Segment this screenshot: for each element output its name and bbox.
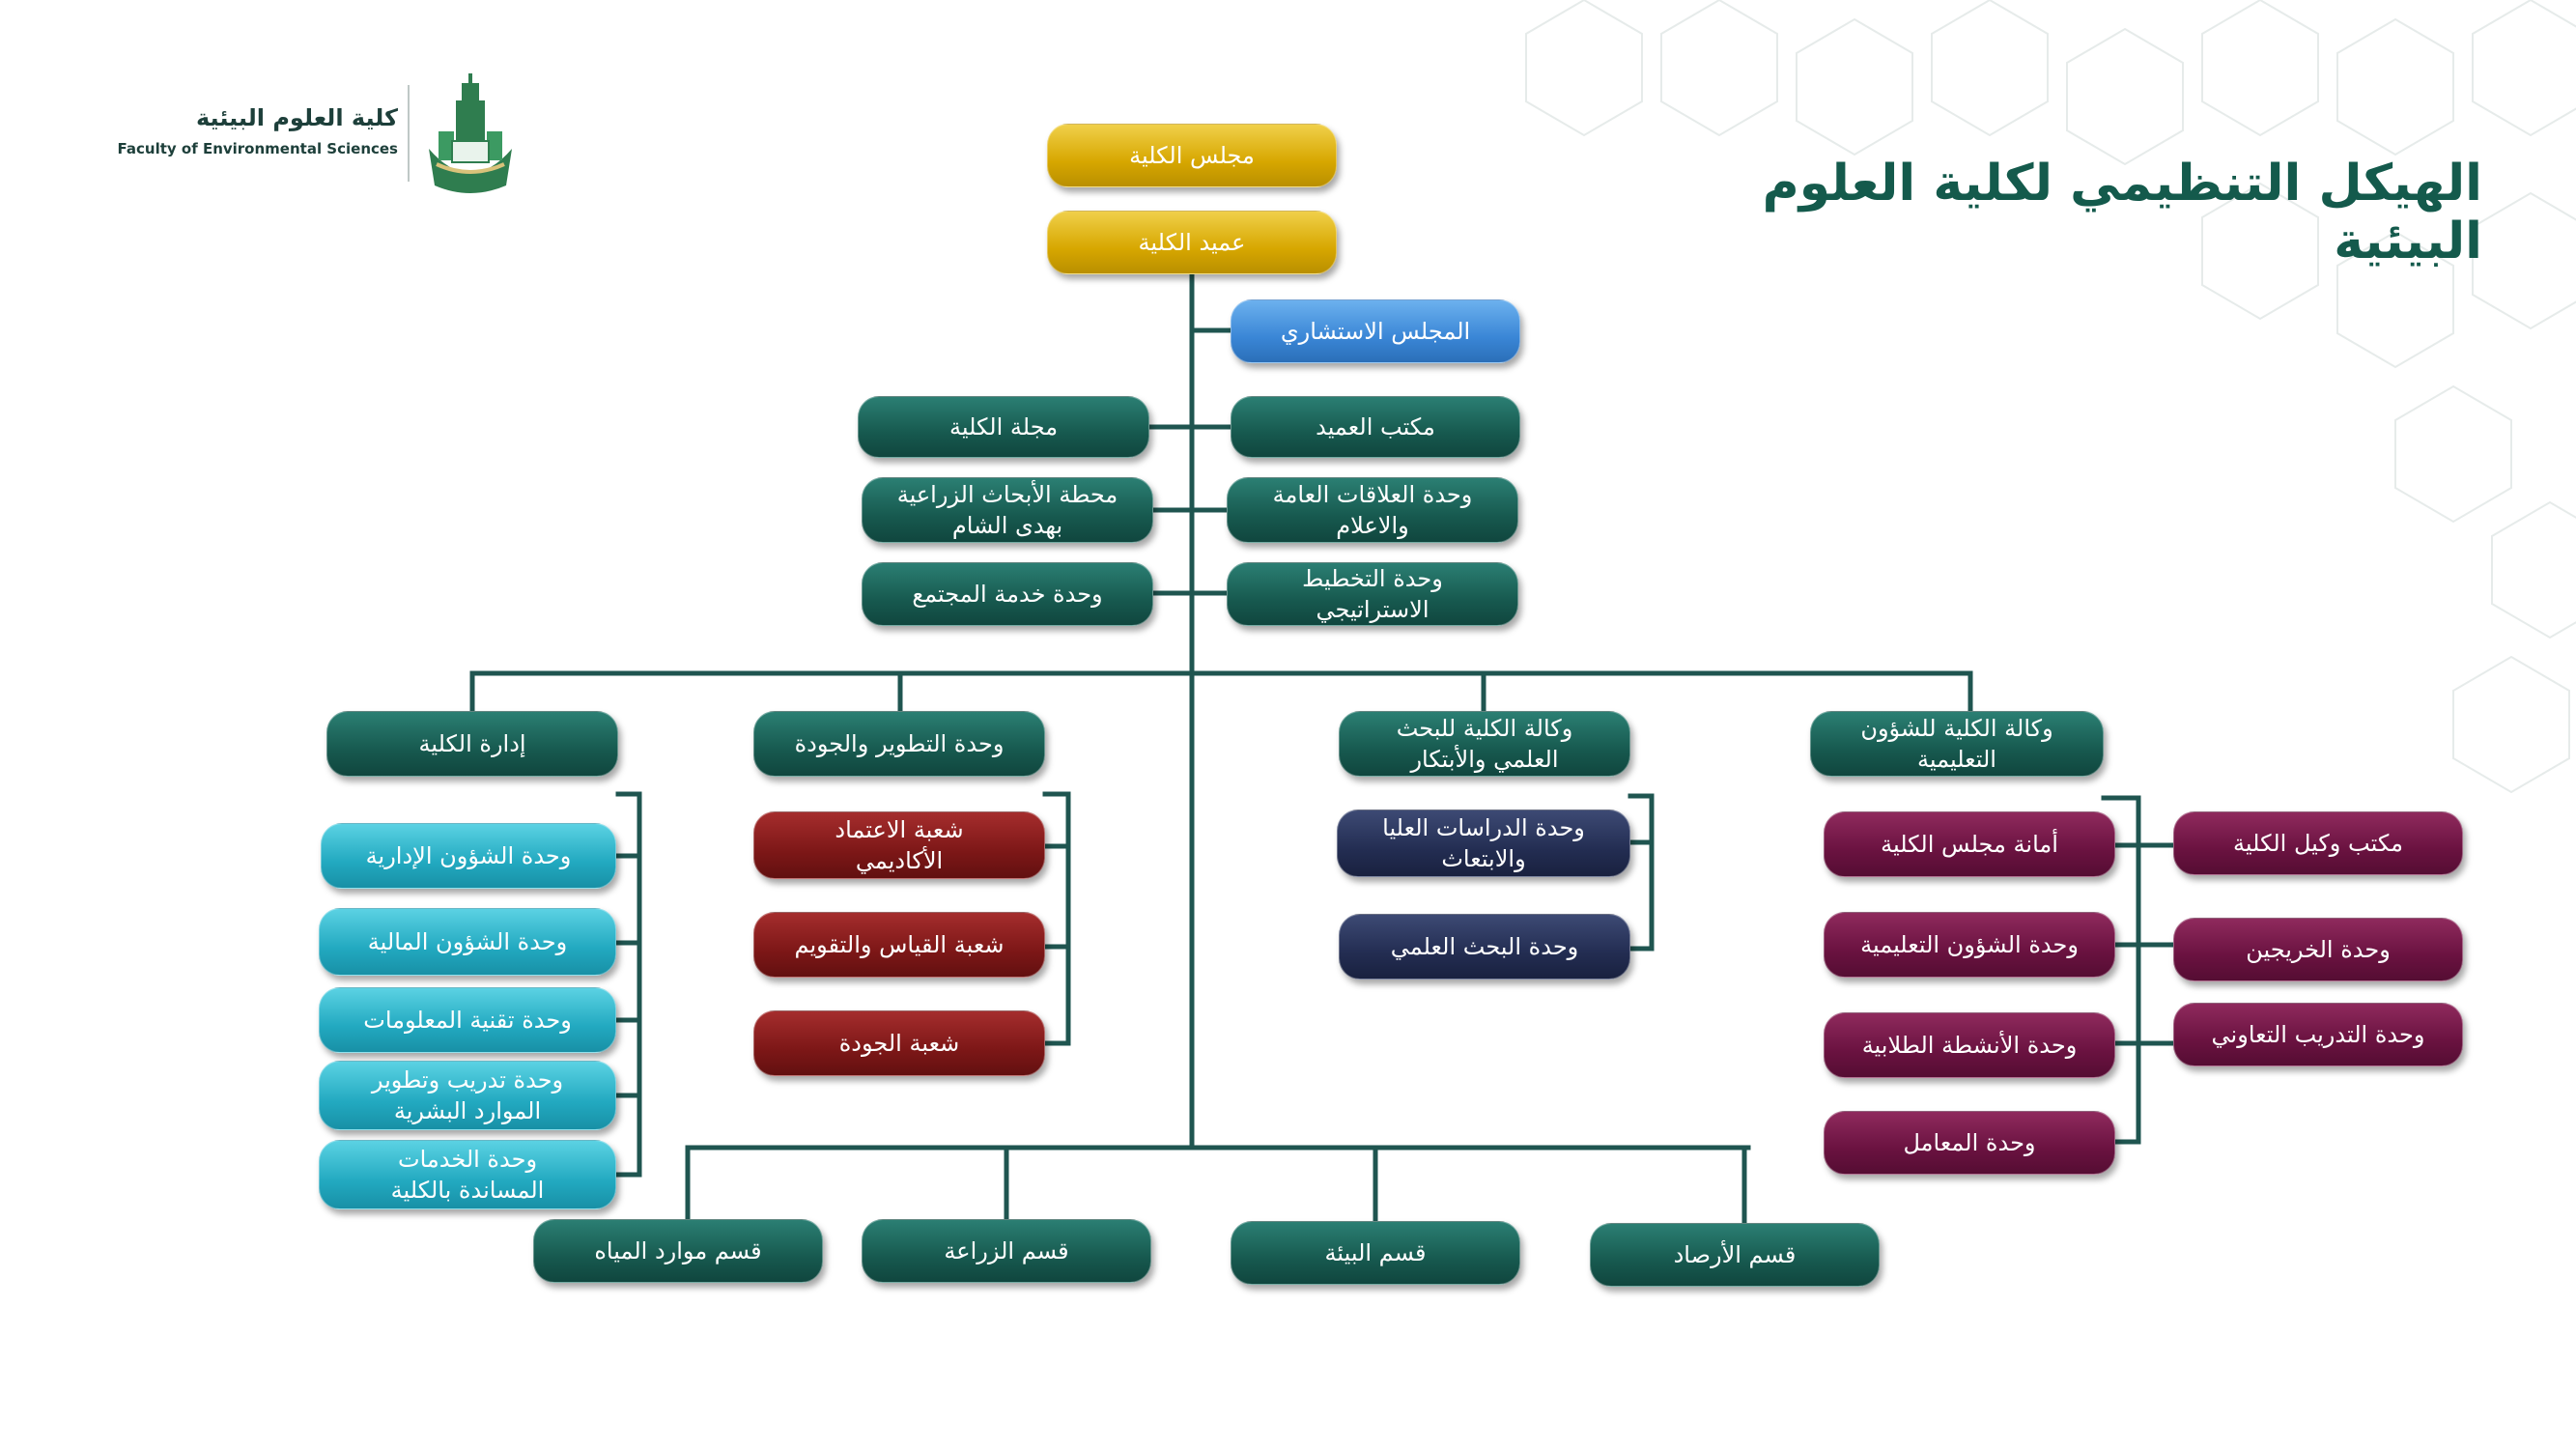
node-financial-affairs: وحدة الشؤون المالية: [319, 908, 616, 976]
node-dean: عميد الكلية: [1047, 211, 1337, 274]
node-dev-quality: وحدة التطوير والجودة: [753, 711, 1045, 777]
node-measurement: شعبة القياس والتقويم: [753, 912, 1045, 978]
node-dept-environment: قسم البيئة: [1231, 1221, 1520, 1285]
node-public-relations: وحدة العلاقات العامة والاعلام: [1227, 477, 1518, 543]
node-vice-dean-office: مكتب وكيل الكلية: [2173, 811, 2463, 875]
page-title: الهيكل التنظيمي لكلية العلوم البيئية: [1762, 155, 2482, 270]
node-admin-affairs: وحدة الشؤون الإدارية: [321, 823, 616, 889]
university-emblem-icon: [429, 73, 512, 193]
node-college-council: مجلس الكلية: [1047, 124, 1337, 187]
node-hr-training: وحدة تدريب وتطوير الموارد البشرية: [319, 1061, 616, 1130]
node-scientific-research: وحدة البحث العلمي: [1339, 914, 1630, 980]
node-council-secretariat: أمانة مجلس الكلية: [1824, 811, 2115, 877]
logo-divider: [408, 85, 410, 182]
node-strategic-planning: وحدة التخطيط الاستراتيجي: [1227, 562, 1518, 626]
node-quality-division: شعبة الجودة: [753, 1010, 1045, 1076]
logo-college-name-en: Faculty of Environmental Sciences: [117, 140, 398, 157]
node-dept-agriculture: قسم الزراعة: [862, 1219, 1151, 1283]
node-support-services: وحدة الخدمات المساندة بالكلية: [319, 1140, 616, 1209]
node-alumni: وحدة الخريجين: [2173, 918, 2463, 981]
node-agri-research-station: محطة الأبحاث الزراعية بهدى الشام: [862, 477, 1153, 543]
logo-college-name-ar: كلية العلوم البيئية: [195, 104, 398, 131]
node-college-journal: مجلة الكلية: [858, 396, 1149, 458]
node-it-unit: وحدة تقنية المعلومات: [319, 987, 616, 1053]
node-dept-water: قسم موارد المياه: [533, 1219, 823, 1283]
node-educational-affairs: وحدة الشؤون التعليمية: [1824, 912, 2115, 978]
node-college-admin: إدارة الكلية: [326, 711, 618, 777]
node-advisory-council: المجلس الاستشاري: [1231, 299, 1520, 363]
node-grad-studies: وحدة الدراسات العليا والابتعاث: [1337, 810, 1630, 877]
node-accreditation: شعبة الاعتماد الأكاديمي: [753, 811, 1045, 879]
node-research-vice: وكالة الكلية للبحث العلمي والأبتكار: [1339, 711, 1630, 777]
node-dept-meteorology: قسم الأرصاد: [1590, 1223, 1880, 1287]
node-community-service: وحدة خدمة المجتمع: [862, 562, 1153, 626]
node-coop-training: وحدة التدريب التعاوني: [2173, 1003, 2463, 1066]
node-labs: وحدة المعامل: [1824, 1111, 2115, 1175]
node-student-activities: وحدة الأنشطة الطلابية: [1824, 1012, 2115, 1078]
node-academic-vice: وكالة الكلية للشؤون التعليمية: [1810, 711, 2104, 777]
node-dean-office: مكتب العميد: [1231, 396, 1520, 458]
